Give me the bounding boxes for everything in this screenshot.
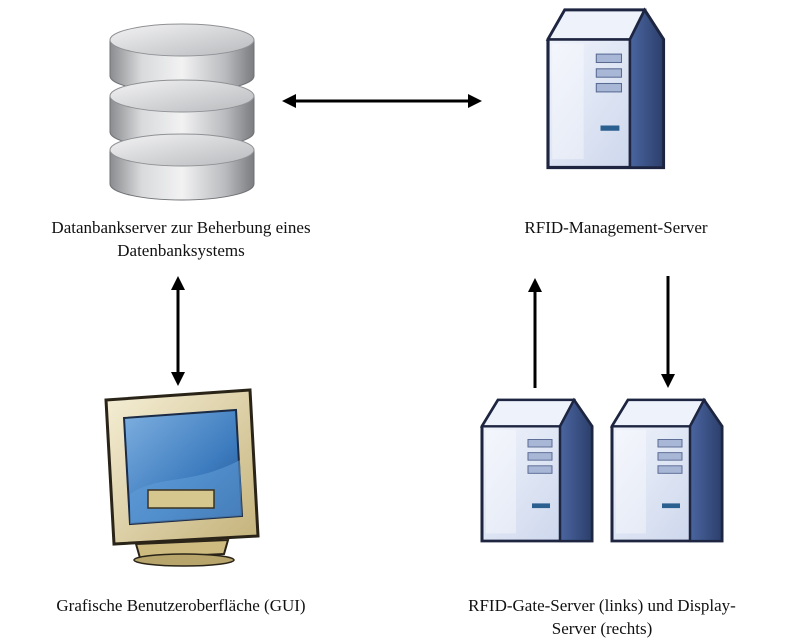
display-server-icon bbox=[610, 398, 724, 543]
gate-display-server-label-line1: RFID-Gate-Server (links) und Display- bbox=[468, 596, 736, 615]
rfid-management-server-icon bbox=[546, 8, 666, 170]
database-icon bbox=[109, 23, 255, 201]
gui-label: Grafische Benutzeroberfläche (GUI) bbox=[0, 594, 362, 617]
database-server-label: Datanbankserver zur Beherbung eines Date… bbox=[0, 216, 362, 262]
rfid-gate-server-icon bbox=[480, 398, 594, 543]
gate-display-server-label-line2: Server (rechts) bbox=[551, 619, 653, 638]
database-server-label-line1: Datanbankserver zur Beherbung eines bbox=[51, 218, 311, 237]
gui-label-text: Grafische Benutzeroberfläche (GUI) bbox=[56, 596, 306, 615]
rfid-management-server-label: RFID-Management-Server bbox=[455, 216, 777, 239]
database-server-label-line2: Datenbanksystems bbox=[117, 241, 245, 260]
rfid-management-server-label-text: RFID-Management-Server bbox=[524, 218, 708, 237]
monitor-icon bbox=[104, 388, 260, 567]
gate-display-server-label: RFID-Gate-Server (links) und Display- Se… bbox=[415, 594, 789, 639]
